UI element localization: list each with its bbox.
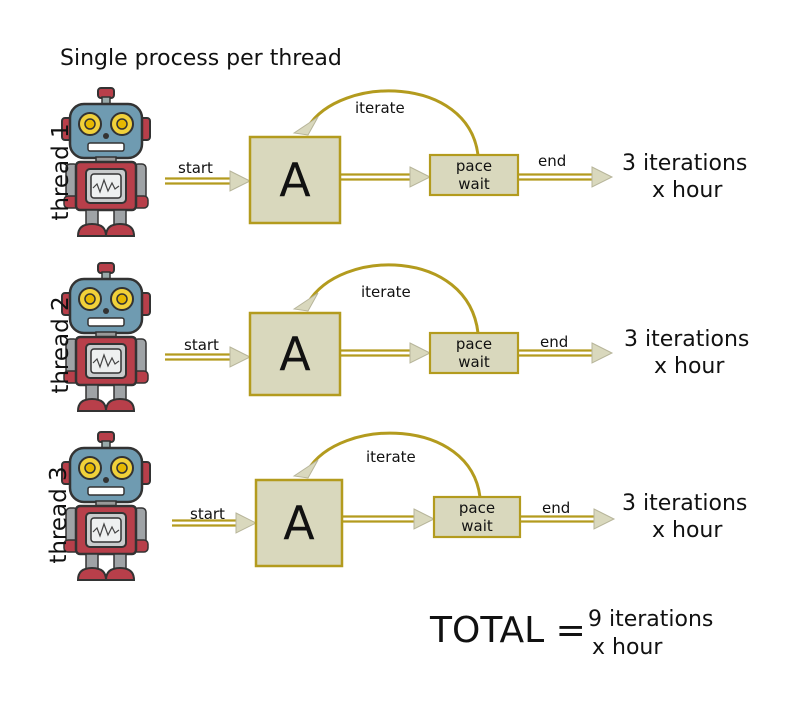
iterate-arrow	[292, 263, 480, 334]
end-label: end	[542, 499, 570, 517]
end-arrow	[520, 508, 616, 530]
iterate-arrow	[292, 431, 482, 498]
pace-label: pace	[459, 499, 495, 517]
end-arrow	[518, 166, 614, 188]
total-iterations: 9 iterations	[588, 607, 713, 632]
end-arrow	[518, 342, 614, 364]
total-label: TOTAL =	[429, 610, 586, 651]
pace-wait-box	[432, 495, 522, 539]
start-label: start	[178, 159, 213, 177]
process-box	[248, 311, 342, 397]
end-label: end	[540, 333, 568, 351]
wait-label: wait	[458, 353, 490, 371]
wait-label: wait	[461, 517, 493, 535]
thread-label: thread 1	[48, 123, 74, 220]
pace-label: pace	[456, 335, 492, 353]
robot-icon	[60, 430, 152, 582]
thread-label: thread 2	[48, 296, 74, 393]
iterate-label: iterate	[361, 283, 411, 301]
iterate-arrow	[292, 89, 480, 156]
process-to-pace-arrow	[342, 508, 436, 530]
end-label: end	[538, 152, 566, 170]
start-label: start	[184, 336, 219, 354]
start-arrow	[165, 170, 252, 192]
process-to-pace-arrow	[340, 342, 432, 364]
result-per-hour: x hour	[652, 518, 723, 543]
robot-icon	[60, 86, 152, 238]
process-label: A	[279, 153, 311, 207]
result-iterations: 3 iterations	[624, 327, 749, 352]
process-box	[248, 135, 342, 225]
start-label: start	[190, 505, 225, 523]
process-label: A	[283, 496, 315, 550]
total-per-hour: x hour	[592, 635, 663, 660]
result-iterations: 3 iterations	[622, 491, 747, 516]
iterate-label: iterate	[355, 99, 405, 117]
process-to-pace-arrow	[340, 166, 432, 188]
pace-label: pace	[456, 157, 492, 175]
wait-label: wait	[458, 175, 490, 193]
diagram-title: Single process per thread	[60, 46, 342, 71]
robot-icon	[60, 261, 152, 413]
result-per-hour: x hour	[654, 354, 725, 379]
pace-wait-box	[428, 331, 520, 375]
process-label: A	[279, 327, 311, 381]
start-arrow	[165, 346, 252, 368]
process-box	[254, 478, 344, 568]
thread-label: thread 3	[46, 466, 72, 563]
start-arrow	[172, 512, 258, 534]
result-iterations: 3 iterations	[622, 151, 747, 176]
result-per-hour: x hour	[652, 178, 723, 203]
iterate-label: iterate	[366, 448, 416, 466]
